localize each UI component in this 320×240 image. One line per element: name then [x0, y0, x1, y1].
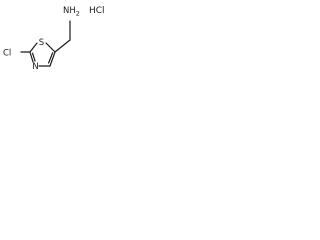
- bond-c5-ch2: [54, 39, 71, 53]
- salt-label: HCl: [89, 6, 105, 16]
- bond-c4-c5-double: [47, 52, 54, 64]
- bond-c5-s1: [45, 42, 56, 53]
- bond-c2-n3: [29, 51, 34, 63]
- chemical-structure: S N Cl NH2 HCl: [3, 6, 105, 72]
- atom-chlorine-label: Cl: [3, 49, 11, 59]
- bond-c2-n3-double: [31, 52, 36, 62]
- bond-s1-c2: [29, 42, 38, 53]
- atom-amine-subscript: 2: [76, 10, 80, 18]
- atom-sulfur-label: S: [39, 38, 44, 48]
- bond-c4-c5: [49, 51, 56, 67]
- atom-amine-label: NH2: [63, 6, 80, 18]
- atom-nitrogen-ring-label: N: [32, 62, 38, 72]
- atom-amine-text: NH: [63, 6, 76, 16]
